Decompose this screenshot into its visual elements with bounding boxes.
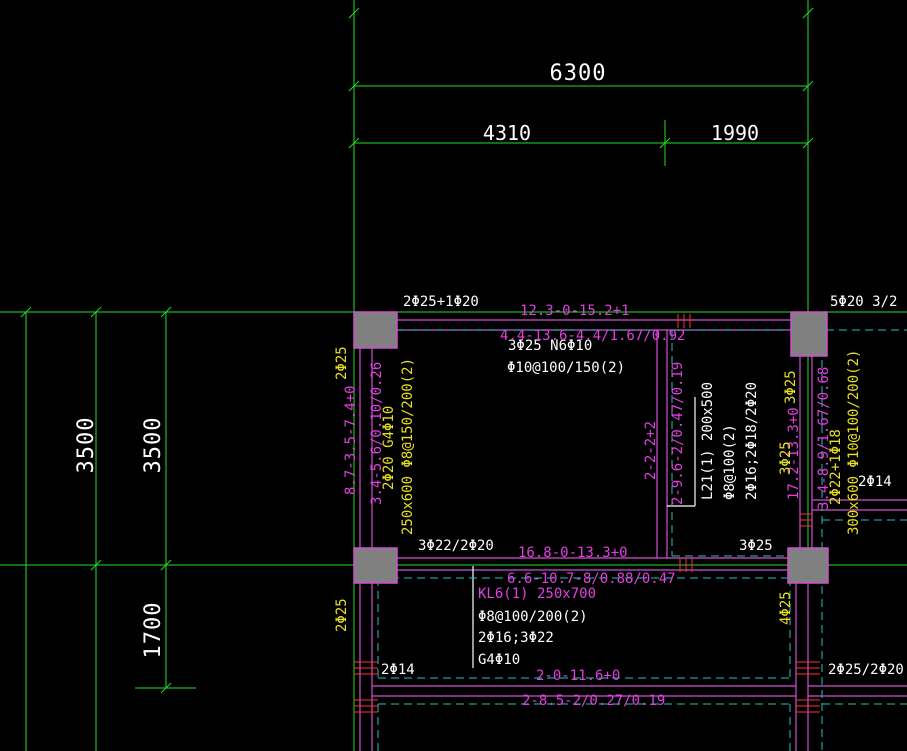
label-right-col-rebar: 3Φ25 <box>783 370 799 404</box>
dim-tick <box>160 559 172 571</box>
columns <box>353 311 829 584</box>
rebar-mark-top <box>677 314 691 328</box>
label-kl6-name: KL6(1) 250x700 <box>478 586 596 602</box>
yellow-annotations: 2Φ25 2Φ20 G4Φ10 250x600 Φ8@150/200(2) 2Φ… <box>334 346 862 632</box>
label-top-beam-reinf-2: Φ10@100/150(2) <box>507 360 625 376</box>
column-mid-right[interactable] <box>787 547 829 584</box>
column-top-left[interactable] <box>353 311 398 349</box>
label-top-beam-code-2: 4.4-13.6-4.4/1.67/0.92 <box>500 328 685 344</box>
label-bottom-left-bar: 2Φ14 <box>381 662 415 678</box>
label-center-beam-code-1: 2-2-2+2 <box>643 421 659 480</box>
dim-tick <box>90 559 102 571</box>
label-l21-stirrup: Φ8@100(2) <box>722 424 738 500</box>
dim-tick <box>90 306 102 318</box>
dim-tick <box>160 306 172 318</box>
rebar-mark-lower-left <box>354 661 378 713</box>
label-mid-beam-right: 3Φ25 <box>739 538 773 554</box>
label-left-beam-size: 250x600 Φ8@150/200(2) <box>400 358 416 535</box>
label-right-col-lower: 4Φ25 <box>778 591 794 625</box>
dim-tick <box>348 80 360 92</box>
dim-tick <box>348 7 360 19</box>
label-right-side-bar: 2Φ14 <box>858 474 892 490</box>
dimension-texts: 6300 4310 1990 3500 3500 1700 <box>74 61 759 658</box>
dim-text-1700: 1700 <box>141 602 166 659</box>
dim-tick <box>659 137 671 149</box>
dim-tick <box>160 682 172 694</box>
rebar-mark-lower-right <box>796 661 820 713</box>
label-right-col-rebar-2: 3Φ25 <box>778 441 794 475</box>
label-left-beam-code-2: 3.4-5.6/0.10/0.26 <box>369 362 385 505</box>
dim-text-6300: 6300 <box>550 61 607 86</box>
label-l21-rebar: 2Φ16;2Φ18/2Φ20 <box>744 382 760 500</box>
label-right-beam-code-1: 17.2-13.3+0 <box>786 407 802 500</box>
dim-text-3500-outer: 3500 <box>74 417 99 474</box>
label-kl6-rebar: 2Φ16;3Φ22 <box>478 630 554 646</box>
label-l21-name: L21(1) 200x500 <box>700 382 716 500</box>
label-right-beam-size: 300x600 Φ10@100/200(2) <box>846 350 862 535</box>
dim-text-1990: 1990 <box>711 121 759 145</box>
label-center-beam-code-2: 2-9.6-2/0.47/0.19 <box>670 362 686 505</box>
column-mid-left[interactable] <box>353 547 398 584</box>
dim-tick <box>802 137 814 149</box>
rebar-mark-right-mid <box>800 513 812 527</box>
label-mid-beam-code-2: 6.6-10.7-8/0.88/0.47 <box>507 571 676 587</box>
label-left-beam-code-1: 8.7-3.5-7.4+0 <box>343 385 359 495</box>
dim-tick <box>20 306 32 318</box>
label-kl6-side: G4Φ10 <box>478 652 520 668</box>
label-right-beam-code-2: 3.4-8.9/1.67/0.68 <box>816 367 832 510</box>
white-annotations: 2Φ25+1Φ20 5Φ20 3/2 3Φ25 N6Φ10 Φ10@100/15… <box>381 294 904 678</box>
label-right-beam-reinf: 2Φ22+1Φ18 <box>828 429 844 505</box>
label-mid-beam-code-1: 16.8-0-13.3+0 <box>518 545 628 561</box>
label-mid-beam-left: 3Φ22/2Φ20 <box>418 538 494 554</box>
dim-tick <box>802 7 814 19</box>
label-bottom-code-1: 2-0-11.6+0 <box>536 668 620 684</box>
label-bottom-code-2: 2-8.5-2/0.27/0.19 <box>522 693 665 709</box>
label-top-beam-right-rebar: 5Φ20 3/2 <box>830 294 897 310</box>
label-bottom-right-rebar: 2Φ25/2Φ20 <box>828 662 904 678</box>
magenta-annotations: 12.3-0-15.2+1 4.4-13.6-4.4/1.67/0.92 8.7… <box>343 303 832 709</box>
dim-text-3500-inner: 3500 <box>141 417 166 474</box>
column-top-right[interactable] <box>790 311 828 357</box>
rebar-mark-mid <box>679 558 693 572</box>
dim-tick <box>348 137 360 149</box>
beam-outlines <box>359 319 907 751</box>
label-kl6-stirrup: Φ8@100/200(2) <box>478 609 588 625</box>
label-left-col-top: 2Φ25 <box>334 346 350 380</box>
dim-tick <box>802 80 814 92</box>
label-left-beam-reinf: 2Φ20 G4Φ10 <box>381 406 397 490</box>
label-left-col-bottom: 2Φ25 <box>334 598 350 632</box>
label-top-beam-left-rebar: 2Φ25+1Φ20 <box>403 294 479 310</box>
dim-text-4310: 4310 <box>483 121 531 145</box>
label-top-beam-reinf-1: 3Φ25 N6Φ10 <box>508 338 592 354</box>
rebar-marks <box>354 314 820 713</box>
label-top-beam-code-1: 12.3-0-15.2+1 <box>520 303 630 319</box>
